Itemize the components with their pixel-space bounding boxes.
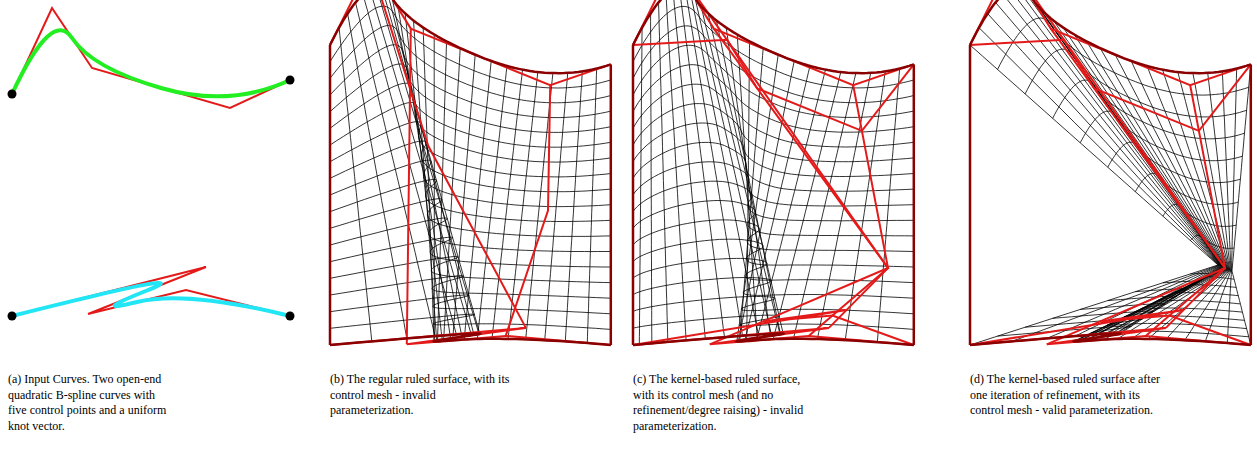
iso-curve [633,84,914,147]
control-mesh [1010,0,1225,328]
control-mesh [506,85,551,336]
surface-boundary [632,45,635,345]
ruling-line [1205,71,1231,341]
surface-boundary [913,64,916,345]
control-mesh [970,0,1251,85]
surface-boundary [633,0,914,73]
iso-curve [1135,289,1238,296]
control-polygon [12,267,290,316]
control-mesh [633,310,914,345]
iso-curve [633,278,914,299]
surface-boundary [330,333,611,345]
end-point [8,312,17,321]
surface-boundary [633,333,914,345]
iso-curve [970,0,1251,73]
iso-curve [633,201,914,236]
iso-curve [330,141,611,192]
ruling-line [979,28,1218,342]
control-mesh [633,0,914,85]
iso-curve [633,123,914,177]
end-point [8,90,17,99]
iso-curve [330,6,611,88]
iso-curve [1163,204,1236,226]
surface-boundary [610,64,613,345]
end-point [286,312,295,321]
iso-curve [330,256,611,282]
iso-curve [330,295,611,314]
ruling-line [1038,6,1223,338]
control-mesh [673,0,888,328]
ruling-line [1227,69,1236,344]
iso-curve [1025,49,1247,117]
iso-curve [1080,111,1242,161]
ruling-line [1104,61,1228,340]
iso-curve [1108,142,1241,182]
iso-curve [633,65,914,133]
surface-boundary [1250,64,1253,345]
iso-curve [1135,173,1238,204]
surface-boundary [969,45,972,345]
iso-curve [330,314,611,329]
iso-curve [1025,319,1247,329]
iso-curve [330,26,611,103]
iso-curve [970,333,1251,345]
iso-curve [633,258,914,282]
control-mesh [809,85,888,336]
iso-curve [330,237,611,267]
iso-curve [1108,296,1241,304]
ruling-line [673,0,705,339]
ruling-line [666,0,686,340]
ruling-line [913,64,914,345]
iso-curve [1163,281,1236,287]
surface-boundary [970,0,1251,73]
iso-curve [330,333,611,345]
ruling-line [330,45,331,345]
surface-boundary [970,333,1251,345]
ruling-line [1232,64,1251,345]
panel-caption: (b) The regular ruled surface, with its … [330,372,518,419]
ruling-line [1078,41,1227,341]
iso-curve [1190,235,1234,248]
control-mesh [633,328,914,345]
iso-curve [633,333,914,345]
iso-curve [633,0,914,73]
surface-boundary [330,0,611,73]
end-point [286,76,295,85]
iso-curve [330,103,611,163]
iso-curve [330,199,611,237]
iso-curve [998,18,1249,95]
iso-curve [1080,304,1242,313]
iso-curve [330,276,611,299]
ruling-line [1093,55,1228,341]
iso-curve [633,104,914,162]
bspline-curve [12,30,290,96]
control-mesh [1146,85,1225,336]
iso-curve [633,6,914,88]
control-mesh [330,0,611,85]
control-mesh [970,310,1251,345]
iso-curve [633,297,914,314]
iso-curve [330,45,611,118]
control-mesh [370,0,526,328]
ruling-line [610,64,611,345]
iso-curve [330,83,611,147]
ruling-line [370,0,471,334]
iso-curve [330,122,611,177]
control-mesh [407,29,411,345]
control-mesh [1047,29,1225,345]
panel-caption: (c) The kernel-based ruled surface, with… [633,372,823,434]
control-mesh [970,328,1251,345]
surface-boundary [329,45,332,345]
bspline-curve [12,283,290,316]
ruling-line [633,45,634,345]
control-polygon [12,8,290,108]
control-mesh [330,328,611,345]
panel-caption: (d) The kernel-based ruled surface after… [970,372,1160,419]
iso-curve [330,0,611,73]
iso-curve [633,26,914,103]
panel-caption: (a) Input Curves. Two open-end quadratic… [8,372,168,434]
control-mesh [710,29,888,345]
iso-curve [330,160,611,206]
